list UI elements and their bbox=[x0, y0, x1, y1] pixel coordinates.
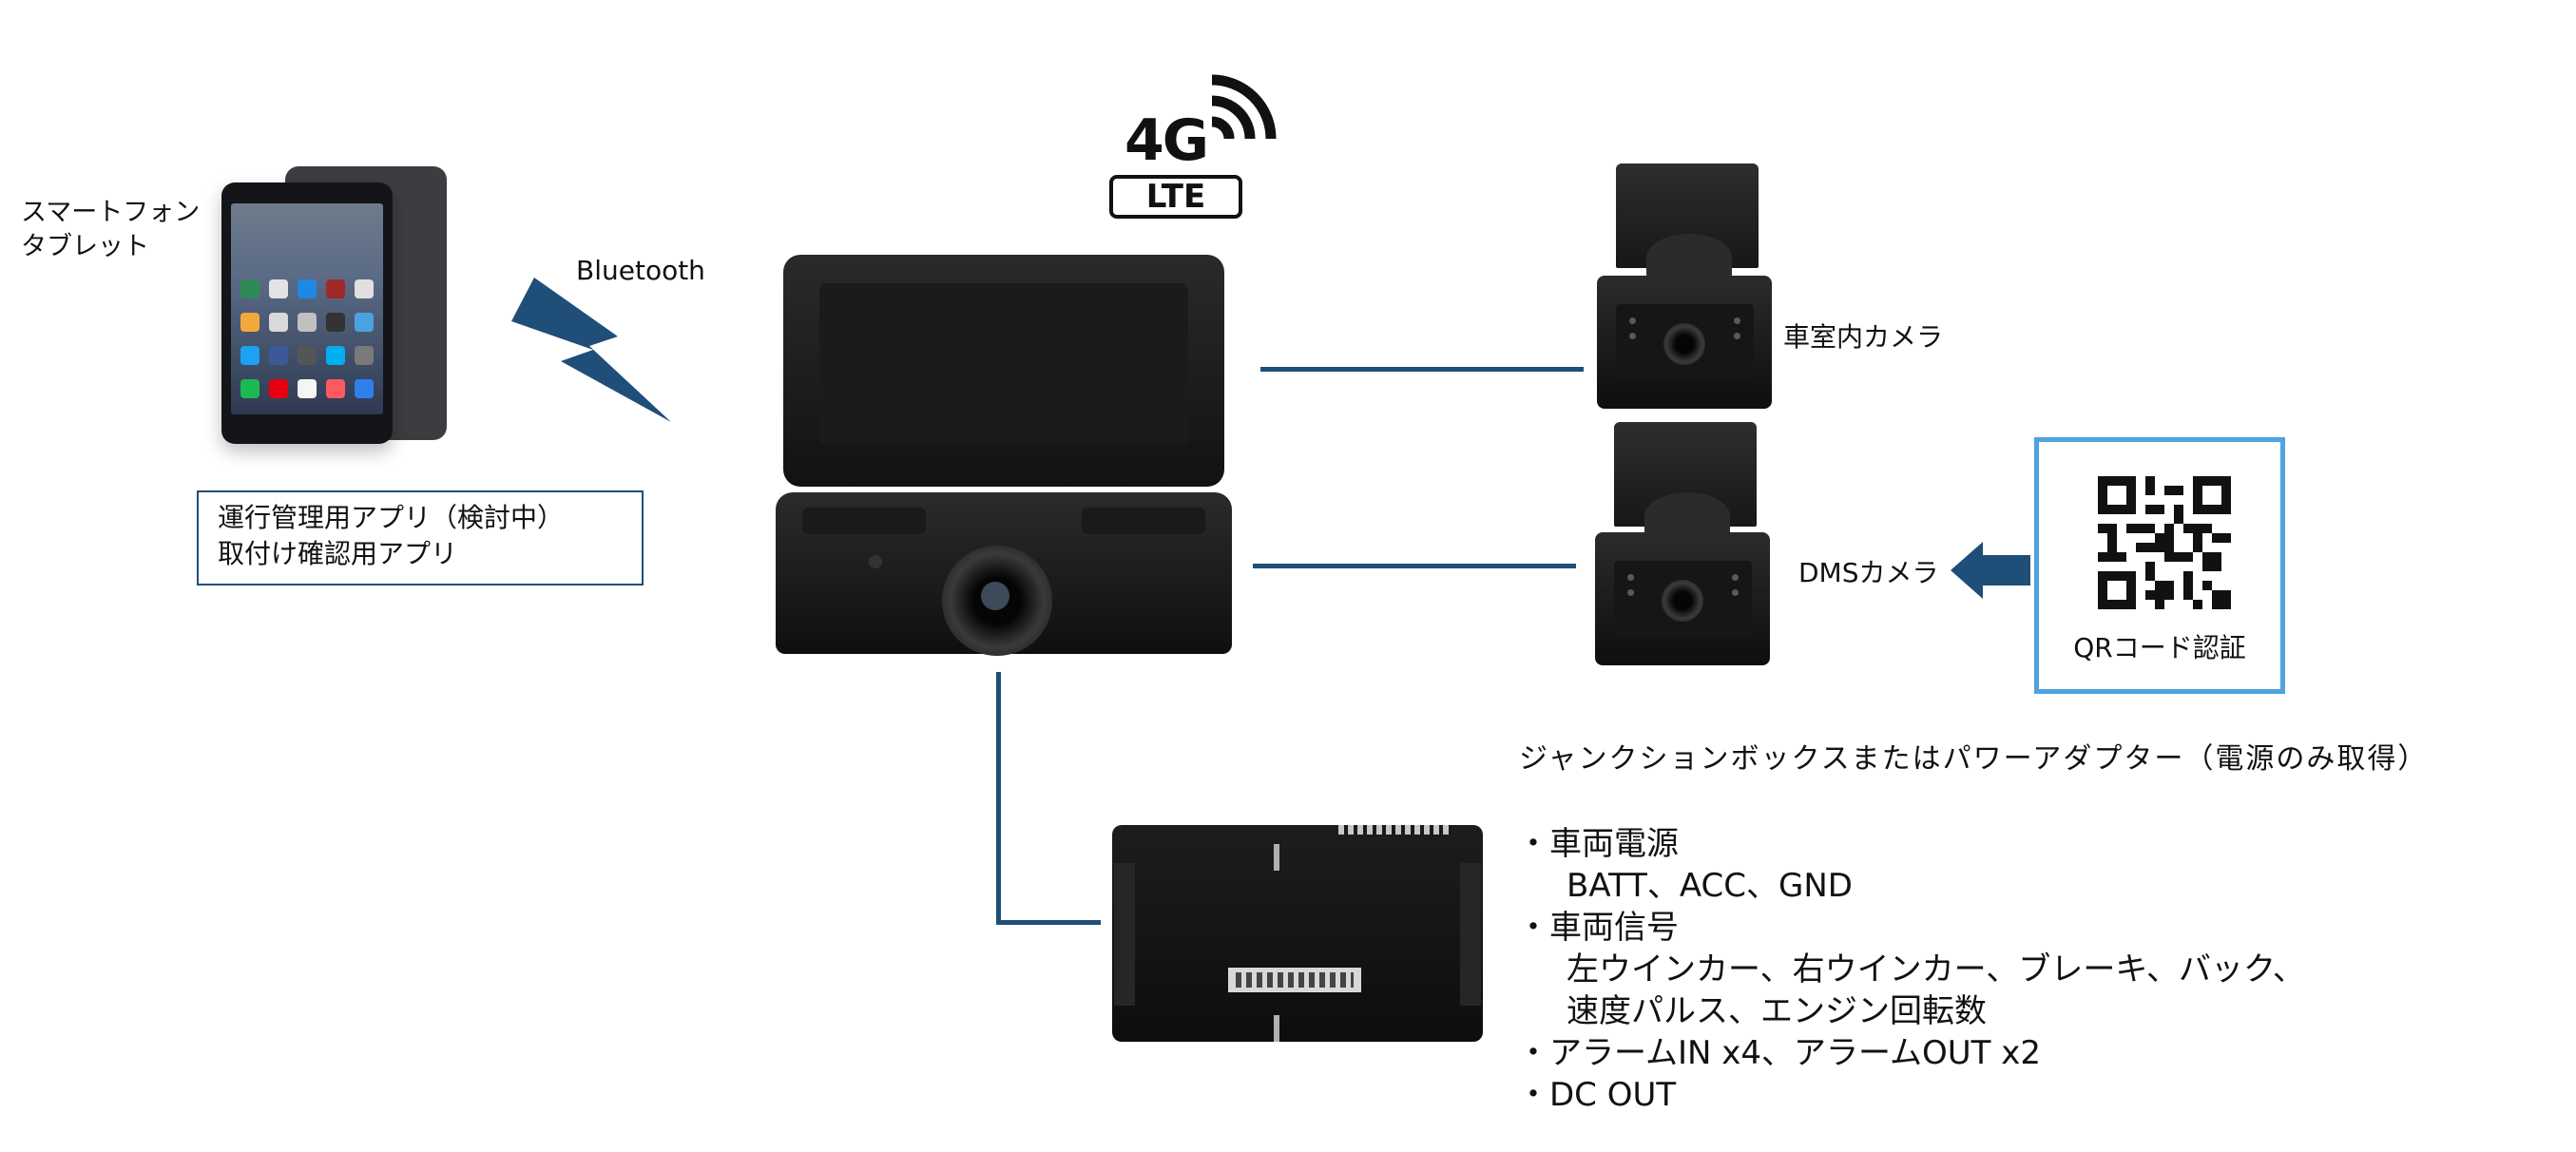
tablet-image bbox=[195, 162, 509, 456]
qr-code-icon bbox=[2098, 476, 2231, 609]
spec-vehicle-signal: ・車両信号 bbox=[1517, 909, 1679, 947]
app-box: 運行管理用アプリ（検討中） 取付け確認用アプリ bbox=[197, 490, 644, 586]
qr-auth-box: QRコード認証 bbox=[2034, 437, 2285, 694]
interior-camera-image bbox=[1597, 163, 1772, 409]
spec-vehicle-signal-detail-2: 速度パルス、エンジン回転数 bbox=[1567, 992, 1987, 1030]
bluetooth-bolt-icon bbox=[511, 278, 671, 422]
dashcam-image bbox=[776, 255, 1232, 656]
network-badge: 4G LTE bbox=[1105, 59, 1296, 228]
spec-vehicle-power-detail: BATT、ACC、GND bbox=[1567, 867, 1853, 905]
spec-vehicle-power: ・車両電源 bbox=[1517, 825, 1679, 863]
tablet-label: タブレット bbox=[21, 232, 149, 261]
spec-alarm: ・アラームIN x4、アラームOUT x2 bbox=[1517, 1034, 2041, 1072]
dms-camera-label: DMSカメラ bbox=[1798, 557, 1939, 588]
arrow-left-icon bbox=[1951, 542, 2030, 599]
tablet-screen bbox=[231, 203, 383, 414]
app-box-line-2: 取付け確認用アプリ bbox=[218, 538, 458, 569]
spec-dc-out: ・DC OUT bbox=[1517, 1076, 1677, 1114]
device-type-label: スマートフォン タブレット bbox=[21, 196, 200, 264]
connector-junction-box bbox=[996, 920, 1101, 925]
app-box-line-1: 運行管理用アプリ（検討中） bbox=[218, 502, 565, 533]
network-technology: LTE bbox=[1145, 178, 1206, 216]
signal-waves-icon bbox=[1211, 74, 1277, 140]
junction-box-image bbox=[1112, 814, 1483, 1042]
junction-box-title: ジャンクションボックスまたはパワーアダプター（電源のみ取得） bbox=[1519, 742, 2429, 776]
interior-camera-label: 車室内カメラ bbox=[1783, 321, 1944, 353]
spec-vehicle-signal-detail-1: 左ウインカー、右ウインカー、ブレーキ、バック、 bbox=[1567, 950, 2305, 989]
dashcam-top bbox=[783, 255, 1224, 487]
qr-auth-label: QRコード認証 bbox=[2073, 632, 2246, 663]
smartphone-label: スマートフォン bbox=[21, 198, 201, 227]
network-technology-box: LTE bbox=[1109, 175, 1242, 219]
connector-vertical bbox=[996, 672, 1001, 925]
dashcam-body bbox=[776, 492, 1232, 656]
network-generation: 4G bbox=[1125, 107, 1209, 174]
connector-interior-camera bbox=[1260, 367, 1584, 372]
dms-camera-image bbox=[1595, 422, 1770, 665]
tablet-front bbox=[221, 182, 393, 444]
bluetooth-label: Bluetooth bbox=[576, 255, 705, 286]
connector-dms-camera bbox=[1253, 564, 1576, 568]
junction-box-specs: ・車両電源 BATT、ACC、GND ・車両信号 左ウインカー、右ウインカー、ブ… bbox=[1517, 823, 2305, 1116]
